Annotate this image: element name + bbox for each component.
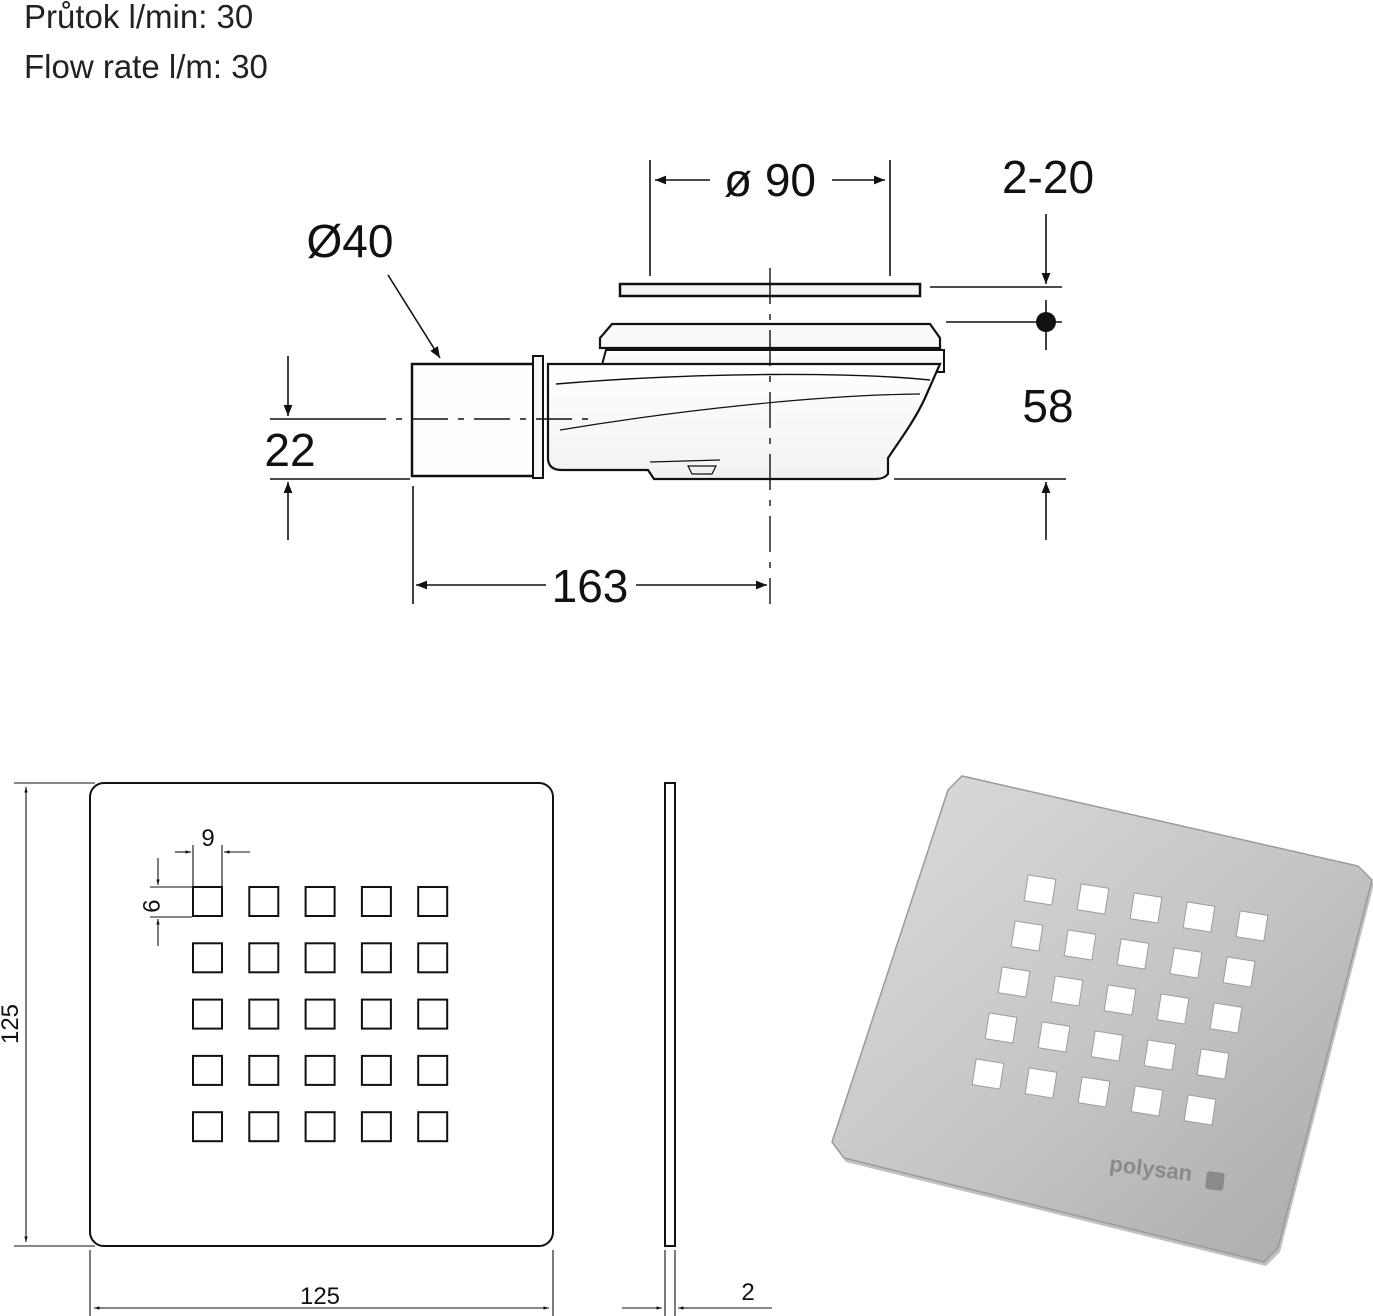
- grate-hole: [304, 1111, 336, 1143]
- grate-hole: [248, 1054, 280, 1086]
- dim-grate-height: 125: [0, 1004, 24, 1044]
- grate-hole: [248, 1111, 280, 1143]
- grate-hole-grid: [192, 886, 449, 1143]
- steel-grate-hole: [1209, 1002, 1243, 1034]
- dim-grate-thickness: 2: [741, 1279, 754, 1306]
- grate-side-view: [622, 782, 772, 1316]
- steel-grate-hole: [1169, 947, 1203, 979]
- steel-grate-hole: [1143, 1039, 1177, 1071]
- steel-grate-hole: [1182, 901, 1216, 933]
- steel-grate-hole: [997, 966, 1031, 998]
- steel-grate-hole: [1077, 1076, 1111, 1108]
- grate-product-photo: polysan: [831, 775, 1373, 1266]
- steel-grate-hole: [1076, 883, 1110, 915]
- steel-grate-hole: [1196, 1048, 1230, 1080]
- steel-grate-hole: [1129, 892, 1163, 924]
- steel-grate-hole: [1222, 956, 1256, 988]
- steel-grate-hole: [1103, 984, 1137, 1016]
- steel-grate-hole: [984, 1012, 1018, 1044]
- steel-grate-plate: [831, 775, 1373, 1263]
- siphon-dimensions: [270, 160, 1066, 604]
- grate-hole: [417, 998, 449, 1030]
- grate-hole: [192, 998, 223, 1030]
- grate-hole: [192, 1054, 223, 1086]
- grate-hole: [192, 942, 223, 974]
- grate-hole: [304, 942, 336, 974]
- dim-total-height: 58: [1022, 380, 1073, 432]
- grate-hole: [360, 1111, 392, 1143]
- grate-hole: [417, 1111, 449, 1143]
- grate-hole: [248, 942, 280, 974]
- dim-grate-diameter: ø 90: [724, 154, 816, 206]
- steel-grate-hole: [1023, 874, 1057, 906]
- grate-front-view: [89, 782, 554, 1247]
- grate-hole: [417, 1054, 449, 1086]
- siphon-side-view: [350, 268, 945, 604]
- flow-rate-cz: Průtok l/min: 30: [24, 0, 254, 35]
- grate-hole: [417, 886, 449, 917]
- grate-dimensions: [14, 782, 554, 1316]
- grate-hole: [248, 998, 280, 1030]
- grate-hole: [360, 886, 392, 917]
- grate-hole: [360, 1054, 392, 1086]
- grate-hole: [304, 886, 336, 917]
- steel-grate-hole: [1116, 938, 1150, 970]
- steel-grate-hole: [1050, 975, 1084, 1007]
- steel-grate-hole: [1090, 1030, 1124, 1062]
- steel-grate-hole: [1024, 1067, 1058, 1099]
- dim-outlet-height: 22: [264, 424, 315, 476]
- dim-outlet-length: 163: [552, 560, 629, 612]
- steel-grate-hole: [1010, 920, 1044, 952]
- dim-hole-width: 9: [201, 825, 214, 852]
- siphon-body: [546, 362, 942, 481]
- steel-grate-hole: [1063, 929, 1097, 961]
- steel-grate-hole: [1130, 1085, 1164, 1117]
- grate-hole: [192, 886, 223, 917]
- dim-hole-height: 9: [137, 899, 164, 912]
- steel-grate-holes: [971, 874, 1269, 1126]
- grate-hole: [360, 998, 392, 1030]
- grate-thickness-profile: [664, 782, 676, 1247]
- steel-grate-hole: [1156, 993, 1190, 1025]
- grate-hole: [417, 942, 449, 974]
- grate-outline: [89, 782, 554, 1247]
- steel-grate-hole: [971, 1058, 1005, 1090]
- polysan-logo-mark: [1205, 1171, 1225, 1191]
- dim-grate-width: 125: [300, 1283, 340, 1310]
- grate-hole: [304, 1054, 336, 1086]
- steel-grate-hole: [1037, 1021, 1071, 1053]
- siphon-outlet-pipe: [410, 362, 540, 478]
- flow-rate-en: Flow rate l/m: 30: [24, 48, 268, 85]
- grate-hole: [304, 998, 336, 1030]
- grate-hole: [248, 886, 280, 917]
- grate-hole: [360, 942, 392, 974]
- dim-outlet-diameter: Ø40: [307, 215, 394, 267]
- steel-grate-hole: [1183, 1094, 1217, 1126]
- steel-grate-hole: [1235, 910, 1269, 942]
- grate-hole: [192, 1111, 223, 1143]
- dim-height-adjust: 2-20: [1002, 151, 1094, 203]
